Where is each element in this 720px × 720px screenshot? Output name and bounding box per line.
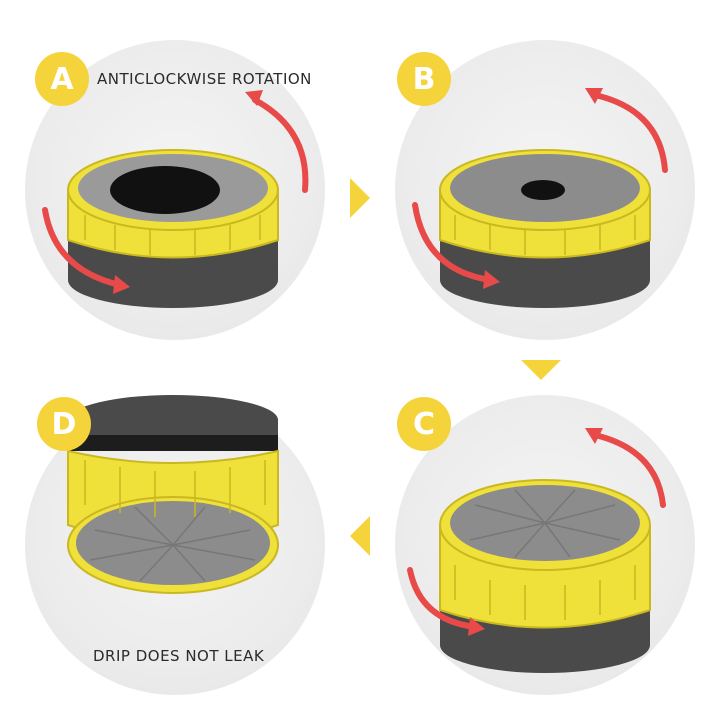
drain-seal-inverted-illustration [67, 395, 279, 594]
step-badge-b: B [397, 52, 451, 106]
step-caption-d: DRIP DOES NOT LEAK [93, 647, 265, 665]
flow-arrow-down-icon [521, 360, 561, 380]
flow-arrow-right-icon [350, 178, 370, 218]
step-badge-c: C [397, 397, 451, 451]
flow-arrow-left-icon [350, 516, 370, 556]
drain-seal-closing-illustration [439, 149, 651, 308]
step-badge-a: A [35, 52, 89, 106]
panel-a: A ANTICLOCKWISE ROTATION [25, 40, 325, 340]
rotation-arrow-icon [412, 88, 668, 289]
drain-seal-closed-illustration [439, 479, 651, 673]
drain-seal-open-illustration [67, 149, 279, 308]
rotation-arrow-icon [407, 428, 666, 636]
step-caption-a: ANTICLOCKWISE ROTATION [97, 70, 312, 88]
rotation-arrow-icon [42, 90, 309, 294]
panel-d: D DRIP DOES NOT LEAK [25, 395, 325, 695]
panel-c: C [395, 395, 695, 695]
step-badge-d: D [37, 397, 91, 451]
panel-b: B [395, 40, 695, 340]
